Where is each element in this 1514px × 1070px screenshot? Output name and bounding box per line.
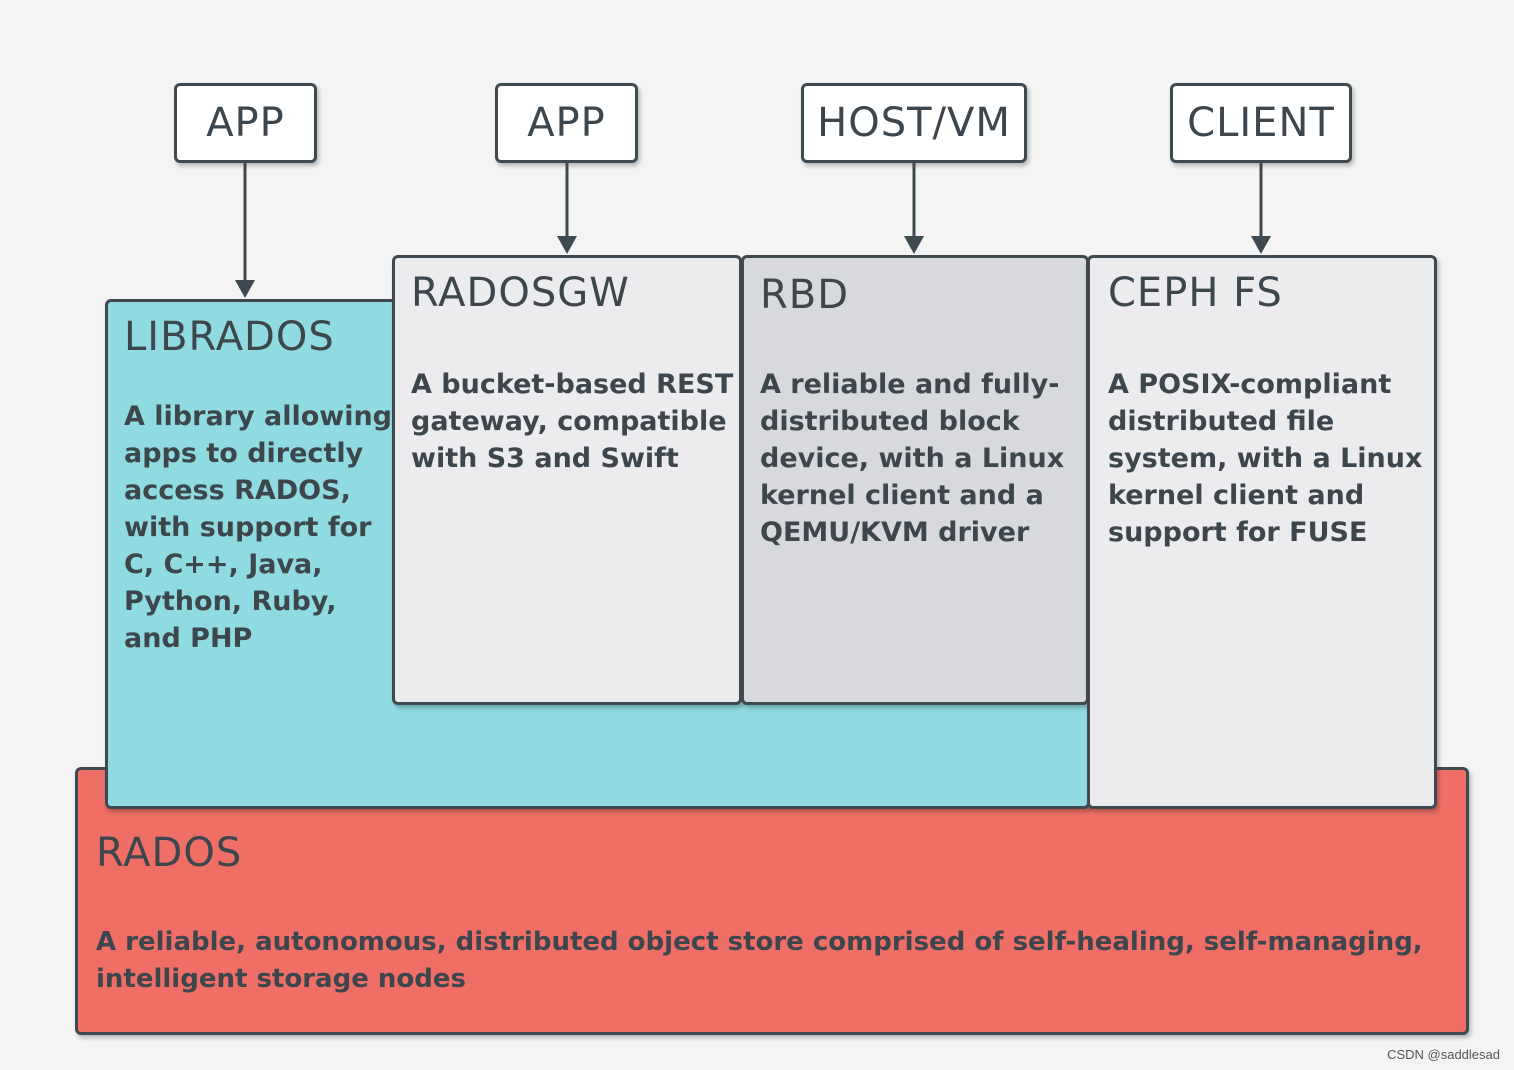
radosgw-desc-line: A bucket-based REST <box>411 369 734 400</box>
librados-desc-line: access RADOS, <box>124 475 351 506</box>
radosgw-desc-line: gateway, compatible <box>411 406 727 437</box>
rados-desc-line: A reliable, autonomous, distributed obje… <box>96 927 1423 957</box>
rbd-title: RBD <box>760 272 850 318</box>
radosgw-description: A bucket-based REST gateway, compatible … <box>411 366 733 477</box>
cephfs-box: CEPH FS A POSIX-compliant distributed fi… <box>1087 255 1437 809</box>
rbd-desc-line: device, with a Linux <box>760 443 1065 474</box>
rbd-desc-line: QEMU/KVM driver <box>760 517 1030 548</box>
rados-description: A reliable, autonomous, distributed obje… <box>96 924 1423 998</box>
cephfs-desc-line: system, with a Linux <box>1108 443 1423 474</box>
host-vm-box: HOST/VM <box>801 83 1027 163</box>
rbd-description: A reliable and fully- distributed block … <box>760 366 1064 551</box>
app-box-2: APP <box>495 83 638 163</box>
rbd-desc-line: distributed block <box>760 406 1020 437</box>
cephfs-title: CEPH FS <box>1108 270 1283 316</box>
librados-desc-line: C, C++, Java, <box>124 549 323 580</box>
librados-desc-line: apps to directly <box>124 438 364 469</box>
app-box-1: APP <box>174 83 317 163</box>
rados-layer: RADOS A reliable, autonomous, distribute… <box>75 767 1469 1035</box>
cephfs-desc-line: A POSIX-compliant <box>1108 369 1392 400</box>
arrowhead-rbd <box>904 236 924 254</box>
radosgw-desc-line: with S3 and Swift <box>411 443 679 474</box>
rbd-desc-line: A reliable and fully- <box>760 369 1060 400</box>
librados-desc-line: with support for <box>124 512 372 543</box>
rbd-desc-line: kernel client and a <box>760 480 1044 511</box>
librados-description: A library allowing apps to directly acce… <box>124 398 392 657</box>
librados-desc-line: and PHP <box>124 623 253 654</box>
client-box: CLIENT <box>1170 83 1352 163</box>
librados-desc-line: A library allowing <box>124 401 393 432</box>
rados-desc-line: intelligent storage nodes <box>96 964 466 994</box>
arrowhead-cephfs <box>1251 236 1271 254</box>
cephfs-desc-line: support for FUSE <box>1108 517 1368 548</box>
librados-desc-line: Python, Ruby, <box>124 586 337 617</box>
arrowhead-librados <box>235 280 255 298</box>
rbd-box: RBD A reliable and fully- distributed bl… <box>741 255 1089 705</box>
arrowhead-radosgw <box>557 236 577 254</box>
cephfs-desc-line: kernel client and <box>1108 480 1365 511</box>
radosgw-title: RADOSGW <box>411 270 630 316</box>
radosgw-box: RADOSGW A bucket-based REST gateway, com… <box>392 255 742 705</box>
rados-title: RADOS <box>96 830 243 876</box>
librados-title: LIBRADOS <box>124 314 335 360</box>
cephfs-description: A POSIX-compliant distributed file syste… <box>1108 366 1422 551</box>
watermark: CSDN @saddlesad <box>1387 1047 1500 1062</box>
cephfs-desc-line: distributed file <box>1108 406 1335 437</box>
